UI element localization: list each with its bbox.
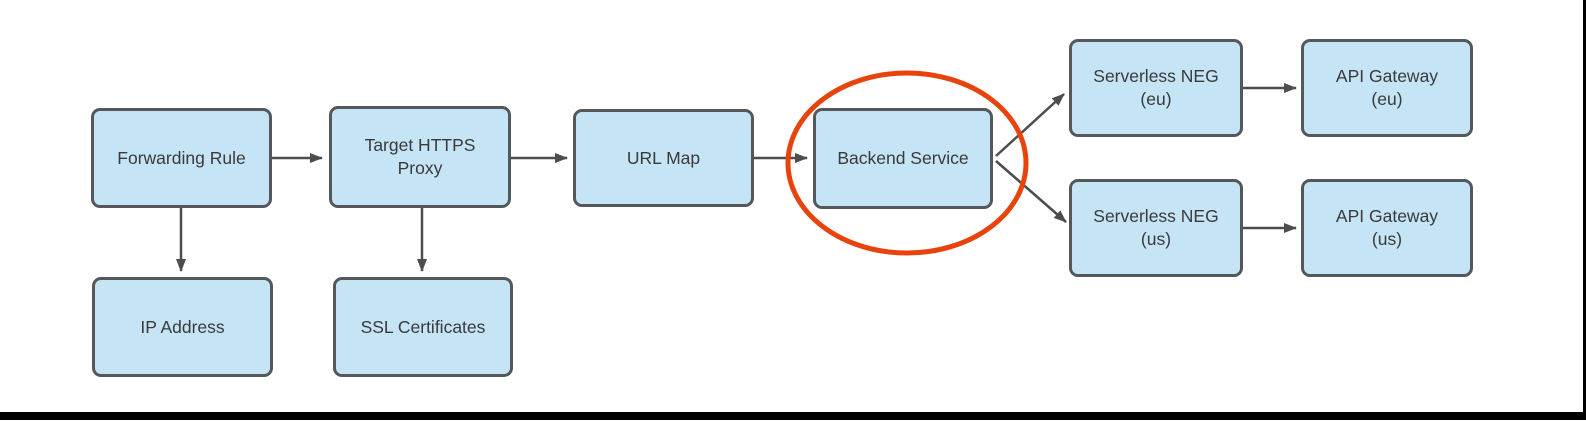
node-backend-service: Backend Service: [813, 108, 993, 209]
node-serverless-neg-eu: Serverless NEG (eu): [1069, 39, 1243, 137]
node-api-gateway-eu: API Gateway (eu): [1301, 39, 1473, 137]
node-forwarding-rule: Forwarding Rule: [91, 108, 272, 208]
page-frame-right: [1583, 0, 1586, 419]
node-target-https-proxy: Target HTTPS Proxy: [329, 106, 511, 208]
arrow-backend-service-to-serverless-neg-eu: [995, 93, 1065, 157]
page-frame-bottom: [0, 412, 1586, 420]
node-url-map: URL Map: [573, 109, 754, 207]
node-api-gateway-us: API Gateway (us): [1301, 179, 1473, 277]
arrow-backend-service-to-serverless-neg-us: [995, 160, 1067, 223]
node-ssl-certificates: SSL Certificates: [333, 277, 513, 377]
node-serverless-neg-us: Serverless NEG (us): [1069, 179, 1243, 277]
node-ip-address: IP Address: [92, 277, 273, 377]
